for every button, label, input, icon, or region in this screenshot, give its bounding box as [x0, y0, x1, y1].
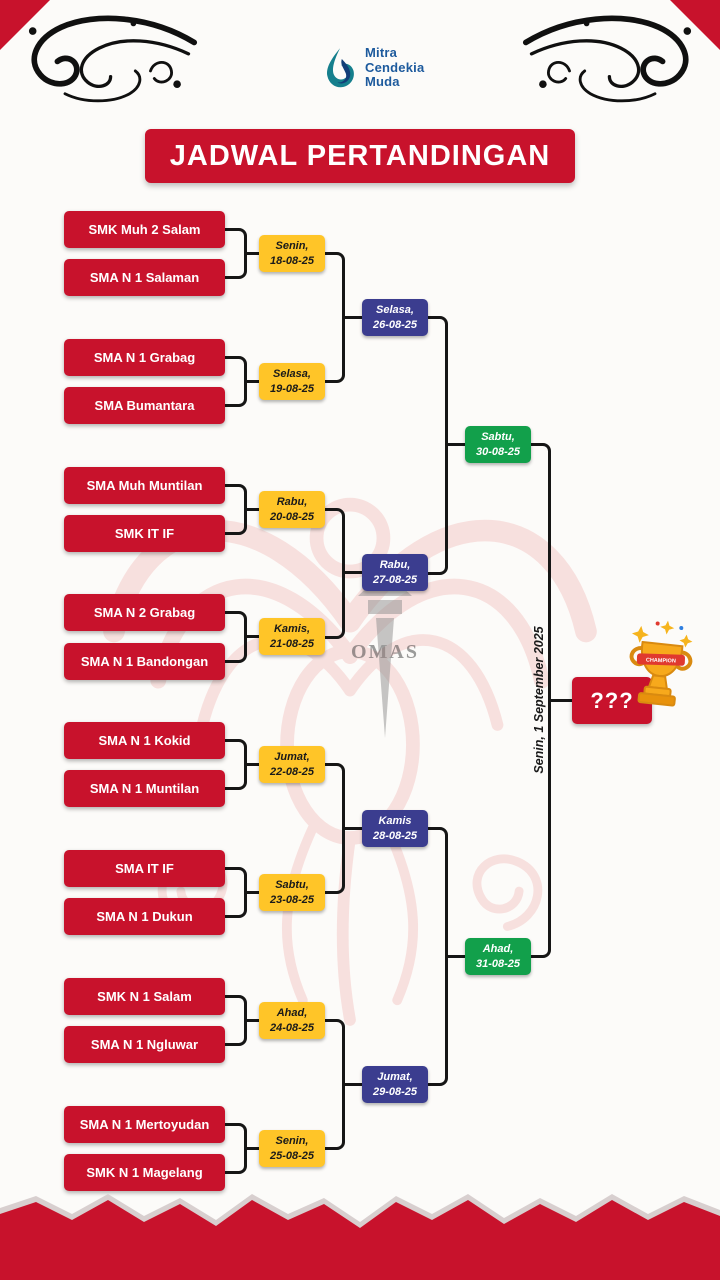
- date-day: Jumat,: [274, 751, 310, 764]
- team-box: SMA N 1 Grabag: [64, 339, 225, 376]
- bracket-connector: [244, 1019, 259, 1022]
- date-value: 21-08-25: [269, 637, 315, 650]
- date-value: 27-08-25: [372, 573, 418, 586]
- bracket-connector: [343, 1083, 362, 1086]
- final-date-label: Senin, 1 September 2025: [532, 626, 546, 774]
- team-box: SMA N 1 Bandongan: [64, 643, 225, 680]
- bracket-connector: [325, 252, 345, 383]
- date-value: 20-08-25: [269, 510, 315, 523]
- date-value: 30-08-25: [475, 445, 521, 458]
- team-box: SMA Bumantara: [64, 387, 225, 424]
- bracket-connector: [244, 635, 259, 638]
- bracket-connector: [343, 316, 362, 319]
- match-date-box: Senin, 25-08-25: [259, 1130, 325, 1167]
- flourish-right-icon: [522, 15, 692, 103]
- match-date-box: Jumat, 22-08-25: [259, 746, 325, 783]
- match-date-box: Sabtu, 30-08-25: [465, 426, 531, 463]
- match-date-box: Jumat, 29-08-25: [362, 1066, 428, 1103]
- date-day: Ahad,: [482, 943, 514, 956]
- date-day: Sabtu,: [481, 431, 515, 444]
- team-box: SMA N 1 Mertoyudan: [64, 1106, 225, 1143]
- date-day: Jumat,: [377, 1071, 413, 1084]
- team-box: SMA N 1 Dukun: [64, 898, 225, 935]
- bracket-connector: [244, 508, 259, 511]
- match-date-box: Kamis, 21-08-25: [259, 618, 325, 655]
- bracket-connector: [343, 571, 362, 574]
- date-value: 26-08-25: [372, 318, 418, 331]
- date-value: 22-08-25: [269, 765, 315, 778]
- date-day: Senin,: [275, 240, 309, 253]
- match-date-box: Senin, 18-08-25: [259, 235, 325, 272]
- date-value: 25-08-25: [269, 1149, 315, 1162]
- team-box: SMK IT IF: [64, 515, 225, 552]
- team-box: SMA Muh Muntilan: [64, 467, 225, 504]
- date-day: Sabtu,: [275, 879, 309, 892]
- date-value: 24-08-25: [269, 1021, 315, 1034]
- bracket-connector: [244, 763, 259, 766]
- match-date-box: Rabu, 20-08-25: [259, 491, 325, 528]
- bracket-connector: [343, 827, 362, 830]
- team-box: SMA N 1 Muntilan: [64, 770, 225, 807]
- date-value: 28-08-25: [372, 829, 418, 842]
- date-day: Kamis: [378, 815, 412, 828]
- team-box: SMA IT IF: [64, 850, 225, 887]
- match-date-box: Sabtu, 23-08-25: [259, 874, 325, 911]
- logo-mark-icon: [327, 48, 354, 88]
- match-date-box: Selasa, 26-08-25: [362, 299, 428, 336]
- logo-line-1: Mitra: [365, 45, 398, 61]
- match-date-box: Selasa, 19-08-25: [259, 363, 325, 400]
- bracket-connector: [325, 763, 345, 894]
- title-banner: JADWAL PERTANDINGAN: [145, 129, 575, 183]
- winner-placeholder: ???: [590, 687, 634, 713]
- bracket-connector: [428, 827, 448, 1086]
- date-value: 31-08-25: [475, 957, 521, 970]
- monument-watermark: OMAS: [351, 570, 419, 738]
- match-date-box: Ahad, 24-08-25: [259, 1002, 325, 1039]
- team-box: SMA N 2 Grabag: [64, 594, 225, 631]
- date-value: 19-08-25: [269, 382, 315, 395]
- date-value: 18-08-25: [269, 254, 315, 267]
- date-day: Selasa,: [273, 368, 311, 381]
- torn-edge-footer: [0, 1194, 720, 1280]
- bracket-connector: [428, 316, 448, 575]
- bracket-connector: [325, 1019, 345, 1150]
- logo-text: Mitra Cendekia Muda: [365, 46, 424, 90]
- watermark-text: OMAS: [351, 641, 419, 663]
- match-date-box: Ahad, 31-08-25: [465, 938, 531, 975]
- date-day: Kamis,: [273, 623, 311, 636]
- bracket-connector: [244, 252, 259, 255]
- match-date-box: Rabu, 27-08-25: [362, 554, 428, 591]
- bracket-connector: [325, 508, 345, 639]
- date-value: 23-08-25: [269, 893, 315, 906]
- date-day: Senin,: [275, 1135, 309, 1148]
- team-box: SMA N 1 Kokid: [64, 722, 225, 759]
- date-day: Selasa,: [376, 304, 414, 317]
- logo-line-3: Muda: [365, 74, 400, 90]
- team-box: SMK N 1 Magelang: [64, 1154, 225, 1191]
- logo-line-2: Cendekia: [365, 59, 425, 75]
- team-box: SMK N 1 Salam: [64, 978, 225, 1015]
- logo: Mitra Cendekia Muda: [322, 46, 424, 90]
- trophy-icon: CHAMPION: [629, 620, 693, 707]
- bracket-connector: [549, 699, 572, 702]
- page-title: JADWAL PERTANDINGAN: [169, 139, 551, 172]
- bracket-connector: [244, 1147, 259, 1150]
- team-box: SMK Muh 2 Salam: [64, 211, 225, 248]
- team-box: SMA N 1 Salaman: [64, 259, 225, 296]
- date-day: Rabu,: [276, 496, 308, 509]
- match-date-box: Kamis 28-08-25: [362, 810, 428, 847]
- date-value: 29-08-25: [372, 1085, 418, 1098]
- bracket-connector: [244, 380, 259, 383]
- flourish-left-icon: [28, 15, 198, 103]
- team-box: SMA N 1 Ngluwar: [64, 1026, 225, 1063]
- bracket-connector: [244, 891, 259, 894]
- date-day: Rabu,: [379, 559, 411, 572]
- bracket-connector: [446, 443, 465, 446]
- trophy-band-text: CHAMPION: [646, 658, 676, 665]
- bracket-connector: [446, 955, 465, 958]
- date-day: Ahad,: [276, 1007, 308, 1020]
